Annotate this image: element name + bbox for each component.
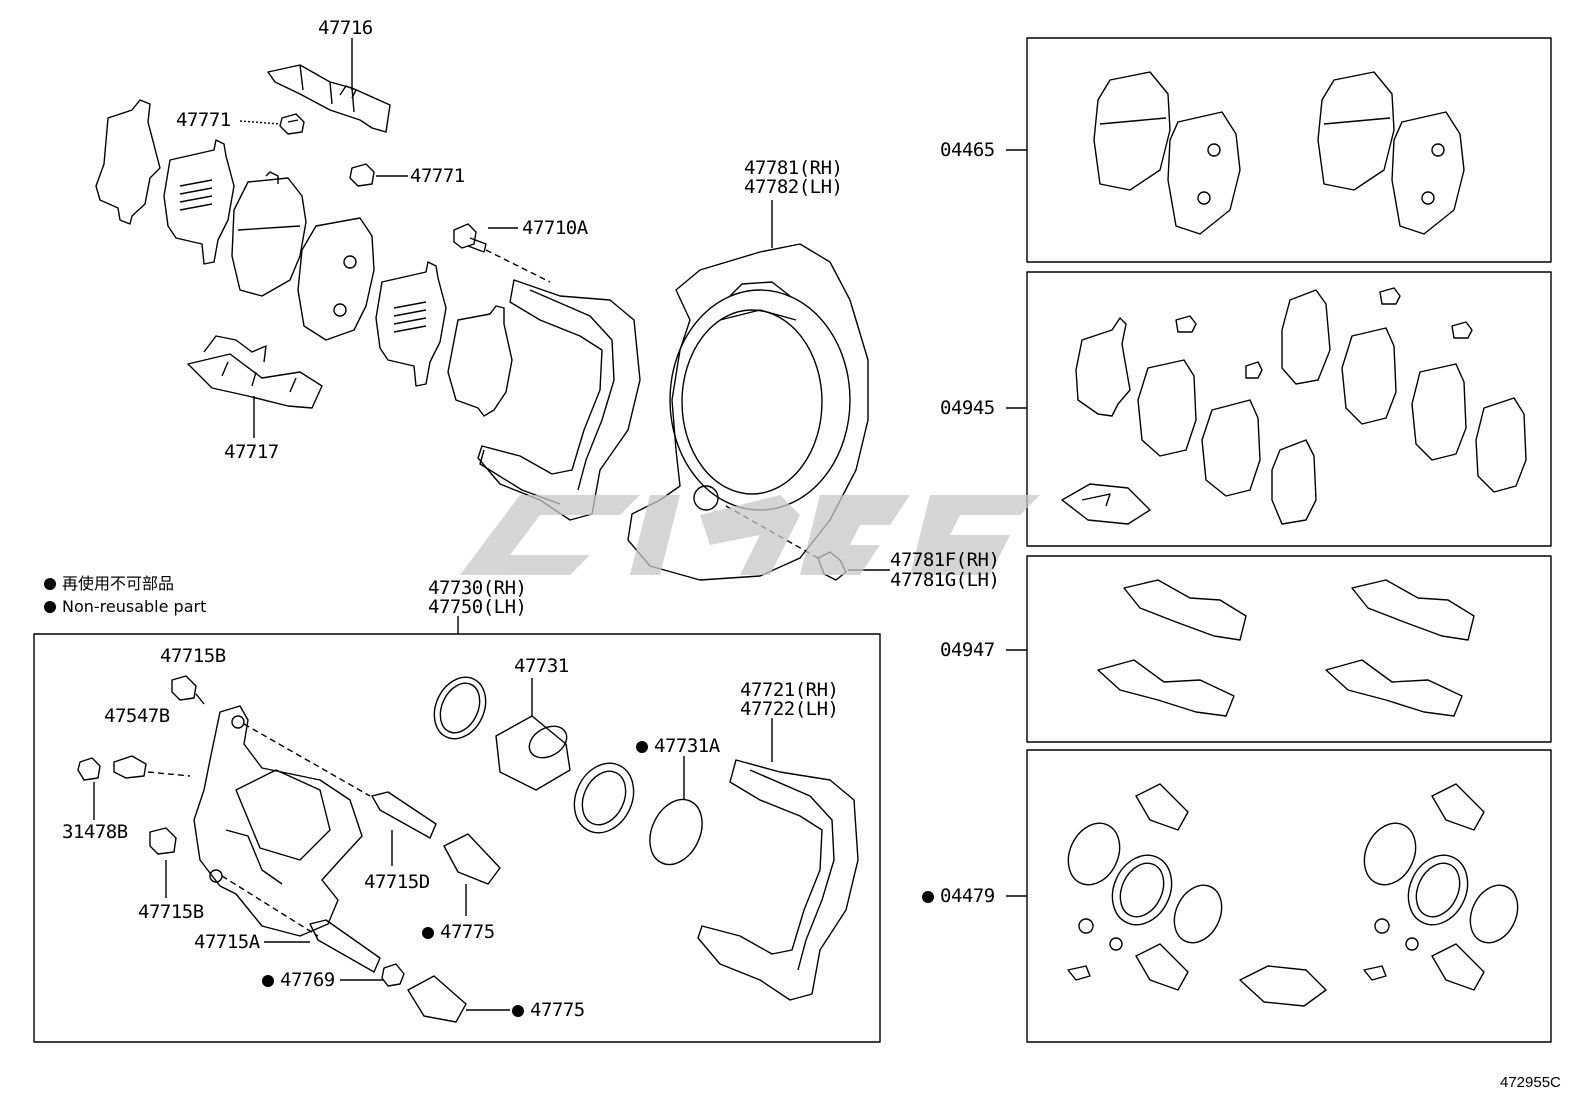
caliper-assembly-box (33, 633, 881, 1043)
non-reusable-dot-icon (512, 1005, 524, 1017)
part-label-47717[interactable]: 47717 (224, 441, 279, 463)
part-label-47771[interactable]: 47771 (176, 109, 231, 131)
legend-jp: 再使用不可部品 (44, 574, 174, 594)
kit-04479-seals (1067, 783, 1519, 1007)
non-reusable-dot-icon (922, 891, 934, 903)
part-label-47781F-rh[interactable]: 47781F(RH) (890, 549, 1000, 571)
part-label-47775[interactable]: 47775 (422, 922, 495, 943)
legend-en: Non-reusable part (44, 597, 206, 617)
part-label-47771[interactable]: 47771 (410, 165, 465, 187)
kit-label-04945[interactable]: 04945 (940, 397, 995, 419)
kit-label-04947[interactable]: 04947 (940, 639, 995, 661)
part-label-47782-lh[interactable]: 47782(LH) (744, 176, 843, 198)
non-reusable-dot-icon (422, 927, 434, 939)
watermark-logo (460, 495, 1040, 575)
part-label-47775-text: 47775 (530, 999, 585, 1021)
small-parts-illustrations (77, 675, 510, 1023)
clip-47771-illustrations (239, 113, 408, 187)
part-label-47750-lh[interactable]: 47750(LH) (428, 596, 527, 618)
part-label-47769[interactable]: 47769 (262, 970, 335, 991)
kit-label-04479-text: 04479 (940, 885, 995, 907)
anti-rattle-47717-illustration (187, 335, 323, 438)
shim-plate-illustrations (163, 139, 513, 417)
kit-04945-box (1026, 271, 1552, 547)
kit-04479-box (1026, 749, 1552, 1043)
bolt-47710A-illustration (453, 223, 551, 283)
kit-04465-pads (1093, 71, 1465, 235)
piston-seal-illustrations (433, 676, 703, 866)
kit-04947-clips (1097, 579, 1475, 717)
kit-04465-box (1026, 37, 1552, 263)
part-label-47715B[interactable]: 47715B (160, 645, 226, 667)
part-label-47716[interactable]: 47716 (318, 17, 373, 39)
legend-jp-text: 再使用不可部品 (62, 574, 175, 593)
part-label-47715A[interactable]: 47715A (194, 931, 260, 953)
part-label-31478B[interactable]: 31478B (62, 821, 128, 843)
kit-leader-lines (1006, 149, 1027, 897)
part-label-47731A[interactable]: 47731A (636, 736, 720, 757)
part-label-47775[interactable]: 47775 (512, 1000, 585, 1021)
kit-04947-box (1026, 555, 1552, 743)
non-reusable-dot-icon (636, 741, 648, 753)
kit-label-04465[interactable]: 04465 (940, 139, 995, 161)
kit-04945-shims (1061, 287, 1527, 525)
part-label-47715B[interactable]: 47715B (138, 901, 204, 923)
part-label-47715D[interactable]: 47715D (364, 871, 430, 893)
non-reusable-dot-icon (44, 601, 56, 613)
part-label-47781G-lh[interactable]: 47781G(LH) (890, 569, 1000, 591)
part-label-47775-text: 47775 (440, 921, 495, 943)
part-label-47731[interactable]: 47731 (514, 655, 569, 677)
part-label-47710A[interactable]: 47710A (522, 217, 588, 239)
part-label-47721-rh[interactable]: 47721(RH) (740, 679, 839, 701)
part-label-47731A-text: 47731A (654, 735, 720, 757)
non-reusable-dot-icon (262, 975, 274, 987)
non-reusable-dot-icon (44, 578, 56, 590)
caliper-bracket-47721-illustration (697, 718, 859, 1001)
part-label-47730-rh[interactable]: 47730(RH) (428, 577, 527, 599)
legend-en-text: Non-reusable part (62, 597, 207, 616)
brake-pad-illustrations (231, 171, 375, 341)
diagram-reference-number: 472955C (1500, 1074, 1561, 1091)
caliper-body-illustration (193, 705, 371, 937)
kit-label-04479[interactable]: 04479 (922, 886, 995, 907)
shim-47716-illustration (267, 38, 391, 133)
part-label-47547B[interactable]: 47547B (104, 705, 170, 727)
part-label-47722-lh[interactable]: 47722(LH) (740, 698, 839, 720)
part-label-47769-text: 47769 (280, 969, 335, 991)
shim-left-illustration (95, 99, 161, 225)
part-label-47781-rh[interactable]: 47781(RH) (744, 157, 843, 179)
